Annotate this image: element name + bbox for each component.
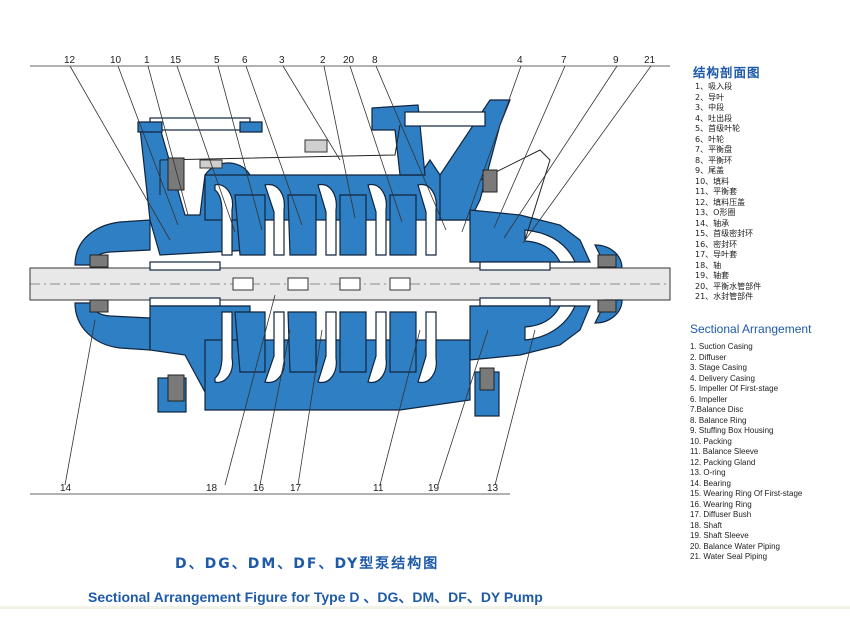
legend-cn-item: 20、平衡水管部件 bbox=[695, 281, 762, 291]
legend-cn-item: 15、首级密封环 bbox=[695, 229, 754, 238]
caption-english: Sectional Arrangement Figure for Type D … bbox=[88, 589, 543, 605]
legend-cn-item: 1、吸入段 bbox=[695, 82, 733, 91]
callout-3: 3 bbox=[279, 55, 285, 66]
legend-en-item: 13. O-ring bbox=[690, 468, 726, 477]
callout-20: 20 bbox=[343, 55, 355, 66]
legend-en-title: Sectional Arrangement bbox=[690, 322, 812, 336]
leader-lines bbox=[30, 65, 670, 495]
callout-4: 4 bbox=[517, 55, 523, 66]
legend-en-item: 15. Wearing Ring Of First-stage bbox=[690, 489, 803, 498]
callout-19: 19 bbox=[428, 483, 440, 494]
callout-2: 2 bbox=[320, 55, 326, 66]
legend-en-item: 7.Balance Disc bbox=[690, 405, 744, 414]
legend-cn-item: 10、填料 bbox=[695, 176, 730, 186]
legend-cn-item: 16、密封环 bbox=[695, 239, 738, 249]
legend-cn-item: 3、中段 bbox=[695, 103, 725, 112]
legend-cn-item: 14、轴承 bbox=[695, 218, 730, 228]
legend-cn-item: 4、吐出段 bbox=[695, 113, 733, 123]
callout-13: 13 bbox=[487, 483, 499, 494]
bottom-divider bbox=[0, 606, 850, 609]
callout-15: 15 bbox=[170, 55, 182, 66]
callout-8: 8 bbox=[372, 55, 378, 66]
callout-12: 12 bbox=[64, 55, 76, 66]
legend-cn-item: 21、水封管部件 bbox=[695, 292, 754, 301]
legend-en-item: 16. Wearing Ring bbox=[690, 499, 752, 509]
legend-cn-list: 1、吸入段 2、导叶 3、中段 4、吐出段 5、首级叶轮 6、叶轮 7、平衡盘 … bbox=[695, 82, 845, 303]
callout-11: 11 bbox=[373, 483, 384, 494]
callout-9: 9 bbox=[613, 55, 619, 66]
legend-cn-item: 12、填料压盖 bbox=[695, 197, 746, 207]
callout-17: 17 bbox=[290, 483, 302, 494]
callout-14: 14 bbox=[60, 483, 72, 494]
legend-en-item: 14. Bearing bbox=[690, 478, 731, 488]
legend-en-item: 6. Impeller bbox=[690, 394, 728, 404]
legend-en-item: 20. Balance Water Piping bbox=[690, 541, 780, 551]
legend-en-item: 11. Balance Sleeve bbox=[690, 447, 759, 456]
legend-en-item: 17. Diffuser Bush bbox=[690, 510, 752, 519]
callout-10: 10 bbox=[110, 55, 122, 66]
legend-cn-item: 8、平衡环 bbox=[695, 155, 733, 165]
callout-7: 7 bbox=[561, 55, 567, 66]
legend-en-item: 12. Packing Gland bbox=[690, 457, 756, 467]
callout-5: 5 bbox=[214, 55, 220, 66]
legend-en-item: 5. Impeller Of First-stage bbox=[690, 384, 779, 393]
legend-en-item: 18. Shaft bbox=[690, 520, 723, 530]
legend-cn-title: 结构剖面图 bbox=[693, 65, 761, 80]
legend-en-item: 21. Water Seal Piping bbox=[690, 552, 768, 561]
callout-labels-top: 12 10 1 15 5 6 3 2 20 8 4 7 9 21 bbox=[64, 55, 656, 66]
callout-1: 1 bbox=[144, 55, 150, 66]
legend-cn-item: 13、O形圈 bbox=[695, 208, 736, 217]
legend-en-item: 10. Packing bbox=[690, 436, 732, 446]
legend-cn-item: 17、导叶套 bbox=[695, 250, 738, 259]
legend-cn-item: 9、尾盖 bbox=[695, 166, 725, 175]
legend-cn-item: 7、平衡盘 bbox=[695, 145, 733, 154]
callout-labels-bottom: 14 18 16 17 11 19 13 bbox=[60, 483, 499, 494]
legend-en-item: 3. Stage Casing bbox=[690, 363, 747, 372]
caption-chinese: D、DG、DM、DF、DY型泵结构图 bbox=[175, 556, 440, 572]
callout-21: 21 bbox=[644, 55, 656, 66]
callout-6: 6 bbox=[242, 55, 248, 66]
legend-cn-item: 18、轴 bbox=[695, 260, 722, 270]
legend-cn-item: 11、平衡套 bbox=[695, 187, 738, 196]
legend-cn-item: 5、首级叶轮 bbox=[695, 124, 741, 133]
callout-16: 16 bbox=[253, 483, 265, 494]
shaft bbox=[29, 261, 671, 307]
legend-cn-item: 19、轴套 bbox=[695, 271, 730, 280]
pump-upper-half bbox=[74, 99, 623, 269]
legend-en-item: 4. Delivery Casing bbox=[690, 373, 755, 383]
legend-cn-item: 6、叶轮 bbox=[695, 134, 725, 144]
legend-en-item: 19. Shaft Sleeve bbox=[690, 531, 749, 540]
legend-en-item: 1. Suction Casing bbox=[690, 342, 753, 351]
legend-en-item: 8. Balance Ring bbox=[690, 415, 747, 425]
callout-18: 18 bbox=[206, 483, 218, 494]
legend-en-item: 2. Diffuser bbox=[690, 352, 727, 362]
pump-lower-half bbox=[74, 299, 623, 417]
legend-en-list: 1. Suction Casing 2. Diffuser 3. Stage C… bbox=[690, 342, 845, 563]
legend-cn-item: 2、导叶 bbox=[695, 92, 725, 102]
legend-en-item: 9. Stuffing Box Housing bbox=[690, 426, 774, 435]
